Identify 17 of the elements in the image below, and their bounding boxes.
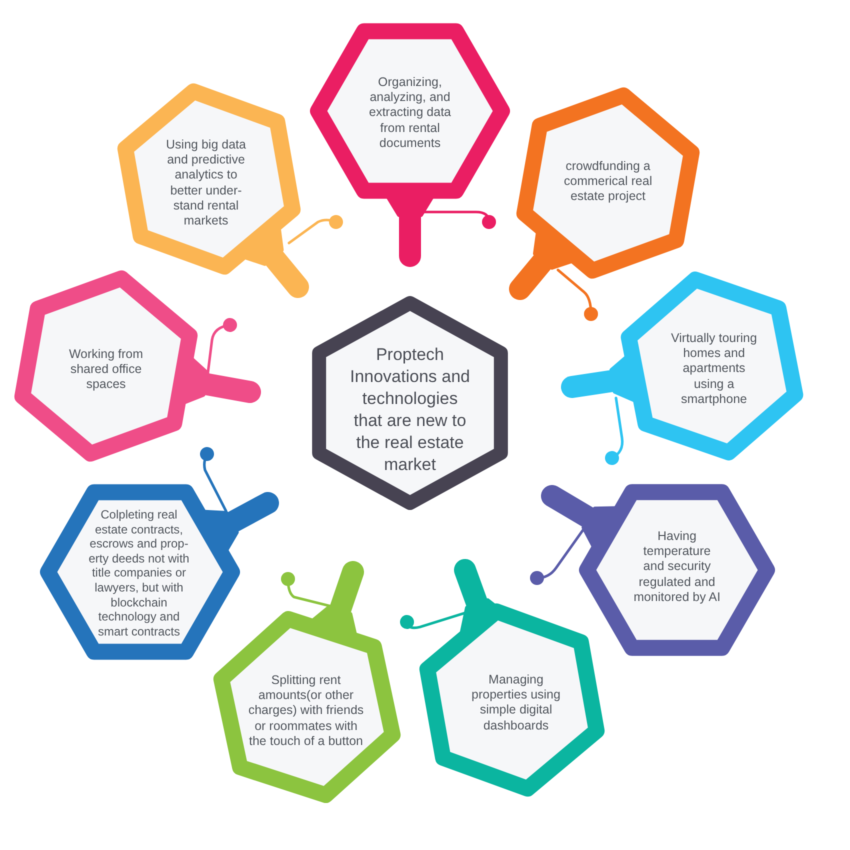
topic-text: Managing properties using simple digital dashboards xyxy=(470,672,562,734)
pin-line xyxy=(605,396,624,465)
topic-text: Virtually touring homes and apartments using a smartphone xyxy=(670,331,758,407)
pin-line xyxy=(288,215,343,244)
pin-line xyxy=(200,447,228,512)
topic-text: Organizing, analyzing, and extracting data from rental documents xyxy=(368,75,452,151)
pin-line xyxy=(530,528,584,585)
pin-line xyxy=(206,318,237,374)
topic-text: Colpleting real estate contracts, escrows and prop-erty deeds not with title companies or lawyers, but with blockchain technology and smart contracts xyxy=(88,507,190,639)
pin-line xyxy=(281,572,332,608)
topic-text: Splitting rent amounts(or other charges) with friends or roommates with the touch of a button xyxy=(247,673,365,749)
topic-text: Using big data and predictive analytics to better under-stand rental markets xyxy=(165,137,247,229)
pin-line xyxy=(556,268,598,321)
topic-text: Working from shared office spaces xyxy=(68,347,144,393)
topic-text: Having temperature and security regulated and monitored by AI xyxy=(633,529,721,605)
topic-text: crowdfunding a commerical real estate project xyxy=(562,159,654,205)
topic-title: Proptech Innovations and technologies that are new to the real estate market xyxy=(348,344,472,476)
